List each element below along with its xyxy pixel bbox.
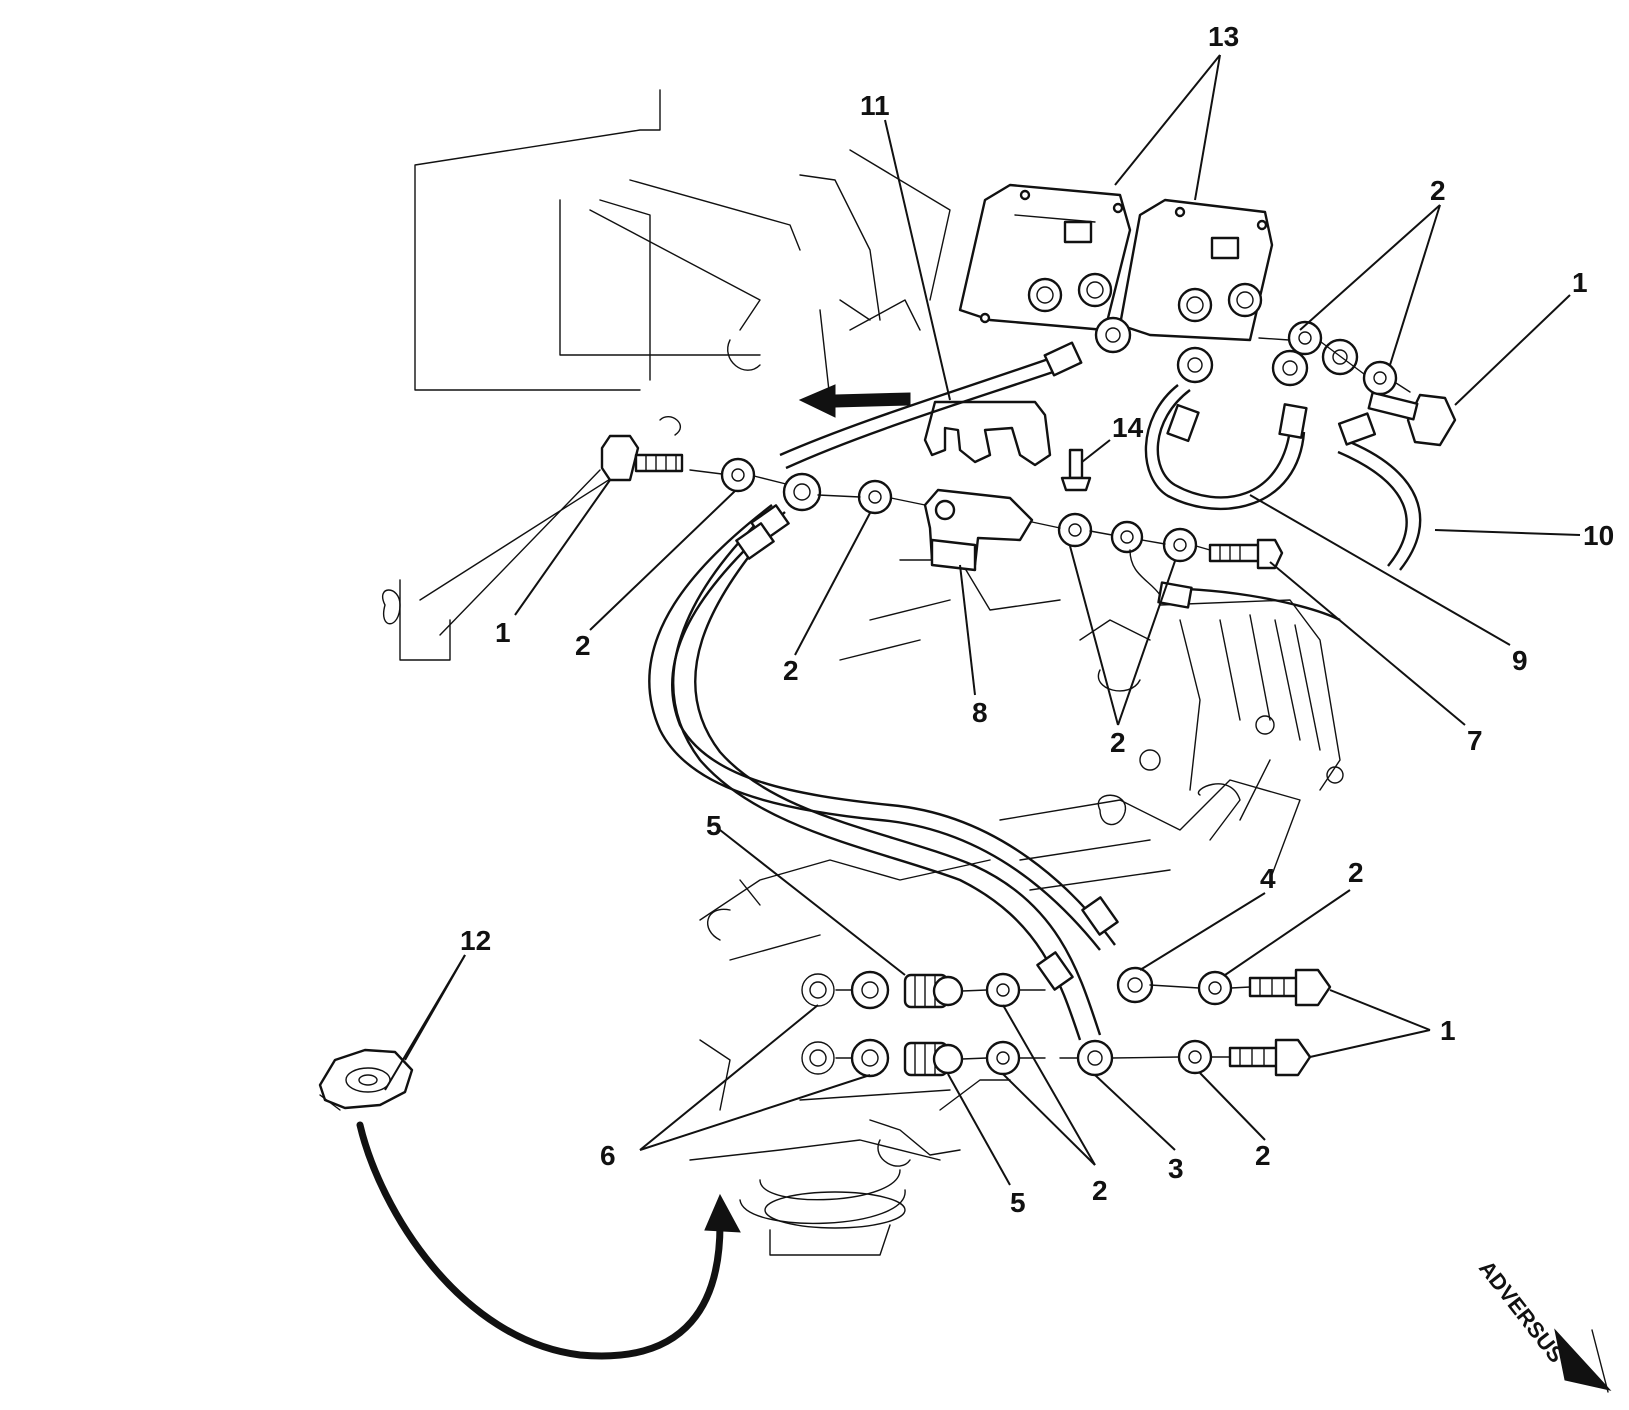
callout-5-upper: 5 xyxy=(706,810,722,841)
callout-2-lower-right: 2 xyxy=(1255,1140,1271,1171)
callout-10: 10 xyxy=(1583,520,1614,551)
callout-2-top-right: 2 xyxy=(1430,175,1446,206)
fittings-lower xyxy=(801,970,964,1078)
curved-arrow xyxy=(356,1121,741,1360)
callout-labels: 13 11 2 1 14 10 9 7 8 2 2 2 1 5 4 2 1 12… xyxy=(460,21,1614,1218)
bolt-center xyxy=(1208,538,1284,570)
callout-2-lower: 2 xyxy=(1092,1175,1108,1206)
callout-5-lower: 5 xyxy=(1010,1187,1026,1218)
screw xyxy=(1060,448,1092,492)
callout-2-left: 2 xyxy=(575,630,591,661)
callout-2-center-left: 2 xyxy=(783,655,799,686)
callout-1-top-right: 1 xyxy=(1572,267,1588,298)
distribution-block xyxy=(923,488,1034,572)
callout-13: 13 xyxy=(1208,21,1239,52)
callout-3: 3 xyxy=(1168,1153,1184,1184)
callout-2-lower-right-upper: 2 xyxy=(1348,857,1364,888)
engine-block xyxy=(689,559,1344,1256)
assembly-axes xyxy=(689,337,1411,1060)
callout-6: 6 xyxy=(600,1140,616,1171)
callout-1-left: 1 xyxy=(495,617,511,648)
callout-7: 7 xyxy=(1467,725,1483,756)
hose-bracket xyxy=(923,400,1052,467)
callout-2-center: 2 xyxy=(1110,727,1126,758)
control-unit-right xyxy=(1118,198,1274,342)
direction-arrow-left xyxy=(798,384,911,418)
callout-9: 9 xyxy=(1512,645,1528,676)
cover-cap xyxy=(318,1048,414,1111)
callout-11: 11 xyxy=(860,90,890,121)
callout-12: 12 xyxy=(460,925,491,956)
watermark-text: ADVERSUS xyxy=(1474,1256,1569,1368)
brake-hoses xyxy=(648,353,1422,1041)
bolt-upper-right xyxy=(1367,391,1457,447)
callout-8: 8 xyxy=(972,697,988,728)
chassis-outline xyxy=(382,89,951,661)
washers xyxy=(720,320,1398,1076)
leader-lines xyxy=(384,54,1581,1186)
watermark-logo xyxy=(1554,1328,1612,1393)
banjo-fittings-lower xyxy=(1076,966,1154,1077)
bolt-lower-2 xyxy=(1228,1038,1312,1077)
callout-4: 4 xyxy=(1260,863,1276,894)
control-unit-left xyxy=(958,183,1132,332)
callout-14: 14 xyxy=(1112,412,1144,443)
bolt-lower-1 xyxy=(1248,968,1332,1007)
hose-ferrules xyxy=(735,316,1377,991)
callout-1-lower-right: 1 xyxy=(1440,1015,1456,1046)
bolt-upper-left xyxy=(600,434,684,482)
